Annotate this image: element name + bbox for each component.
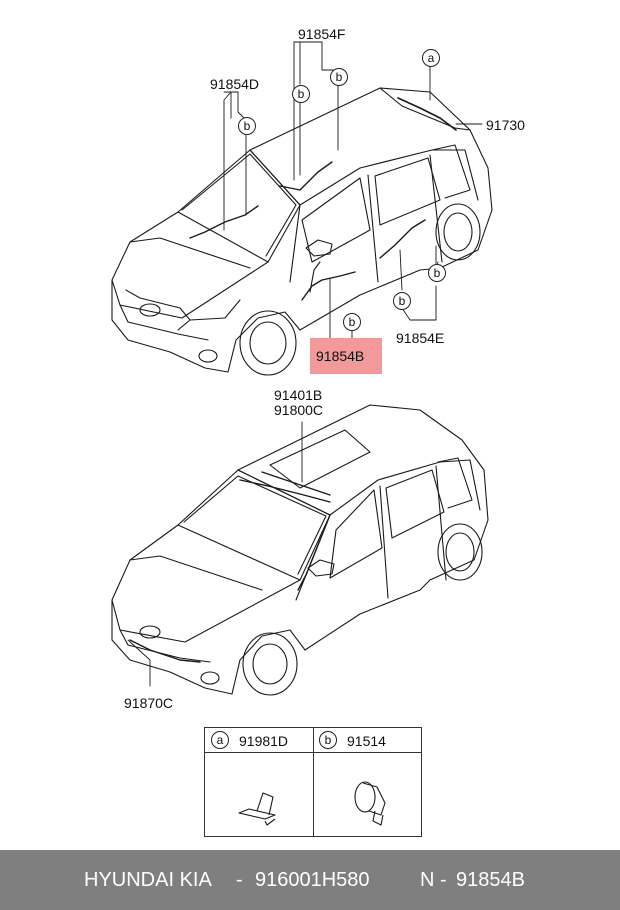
label-91854F: 91854F <box>298 26 346 42</box>
legend-a-part-number: 91981D <box>239 733 289 749</box>
footer-separator: - <box>440 869 447 891</box>
clip-icon <box>238 792 276 826</box>
label-91800C: 91800C <box>274 402 324 418</box>
label-91870C: 91870C <box>124 695 174 711</box>
label-91730: 91730 <box>486 117 525 133</box>
label-91854E: 91854E <box>396 330 445 346</box>
label-91854D: 91854D <box>210 76 260 92</box>
footer-bar: HYUNDAI KIA - 916001H580 N - 91854B <box>0 850 620 910</box>
marker-a-circle: a <box>422 49 440 67</box>
car-upper-illustration <box>111 87 493 376</box>
label-91401B: 91401B <box>274 387 323 403</box>
footer-part-number: 916001H580 <box>255 869 370 891</box>
highlight-box <box>310 338 382 374</box>
footer-separator: - <box>236 869 243 891</box>
marker-b-circle: b <box>343 313 361 331</box>
footer-brand: HYUNDAI KIA <box>84 869 212 891</box>
footer-n-label: N <box>420 869 435 891</box>
marker-b-circle: b <box>330 68 348 86</box>
label-91854B: 91854B <box>316 348 365 364</box>
legend-illustrations <box>238 781 386 826</box>
car-lower-illustration <box>111 404 489 696</box>
legend-table: a 91981D b 91514 <box>204 727 422 837</box>
legend-b-part-number: 91514 <box>347 733 386 749</box>
grommet-icon <box>354 781 386 826</box>
marker-b-circle: b <box>428 264 446 282</box>
footer-ref-code: 91854B <box>456 869 525 891</box>
wiring-diagram <box>111 41 493 696</box>
marker-b-circle: b <box>292 85 310 103</box>
callout-lines-lower <box>127 421 303 687</box>
marker-b-circle: b <box>238 117 256 135</box>
legend-b-circle: b <box>319 731 337 749</box>
callout-lines-upper <box>223 41 483 341</box>
legend-divider <box>313 728 314 836</box>
marker-b-circle: b <box>393 292 411 310</box>
legend-divider <box>205 752 421 753</box>
legend-a-circle: a <box>211 731 229 749</box>
